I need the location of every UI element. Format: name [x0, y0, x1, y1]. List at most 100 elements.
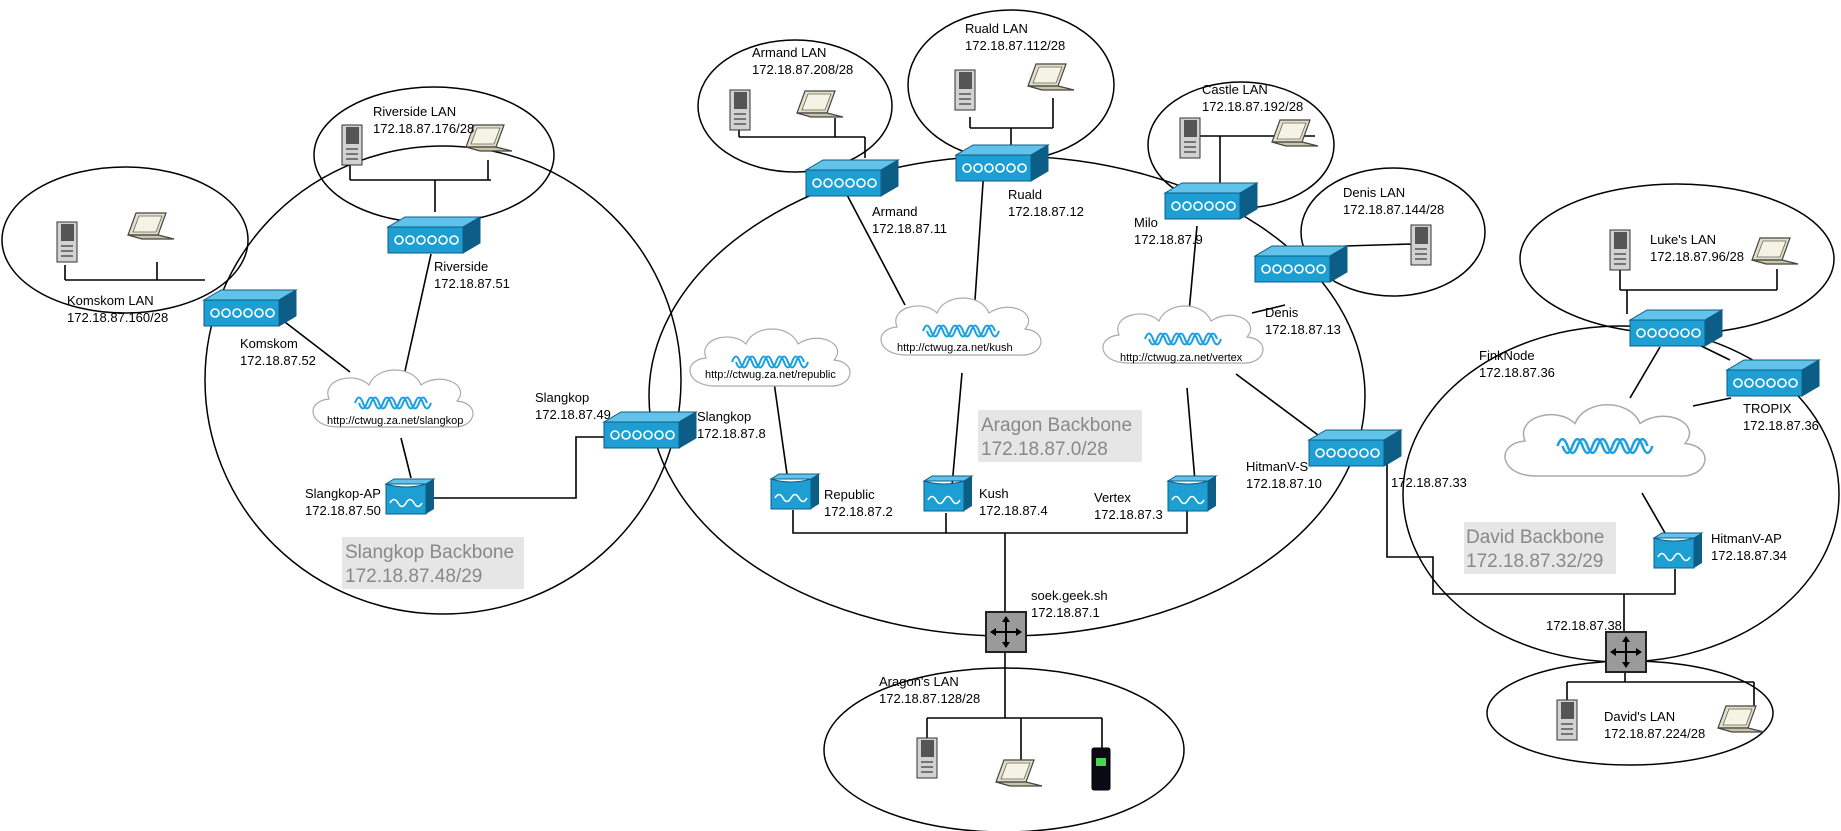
node-ip: 172.18.87.1: [1031, 605, 1100, 620]
switch-icon: [1254, 245, 1348, 283]
komskom-lan-ellipse: [1, 166, 249, 314]
node-name: Riverside: [434, 259, 488, 274]
lan-subnet: 172.18.87.96/28: [1650, 249, 1744, 264]
slangkop-backbone-ellipse: [204, 145, 682, 615]
node-name: Denis: [1265, 305, 1299, 320]
server-icon: [954, 69, 976, 111]
node-ip: 172.18.87.36: [1743, 418, 1819, 433]
laptop-icon: [127, 212, 175, 240]
router-icon: [1605, 631, 1647, 673]
switch-icon: [1164, 182, 1258, 220]
node-ip: 172.18.87.51: [434, 276, 510, 291]
switch-icon: [603, 411, 697, 449]
laptop-icon: [1027, 63, 1075, 91]
node-name: Ruald: [1008, 187, 1042, 202]
backbone-subnet: 172.18.87.0/28: [981, 439, 1108, 460]
server-icon: [916, 737, 938, 779]
node-ip: 172.18.87.49: [535, 407, 611, 422]
server-icon: [1179, 117, 1201, 159]
lan-subnet: 172.18.87.128/28: [879, 691, 980, 706]
node-name: soek.geek.sh: [1031, 588, 1108, 603]
node-name: Komskom: [240, 336, 298, 351]
node-name: FinkNode: [1479, 348, 1535, 363]
node-ip: 172.18.87.36: [1479, 365, 1555, 380]
cloud-url: http://ctwug.za.net/slangkop: [327, 415, 463, 427]
node-ip: 172.18.87.34: [1711, 548, 1787, 563]
cloud-url: http://ctwug.za.net/vertex: [1120, 352, 1243, 364]
access-point-icon: [923, 475, 973, 512]
backbone-name: Slangkop Backbone: [345, 542, 514, 563]
node-ip: 172.18.87.52: [240, 353, 316, 368]
lan-name: Armand LAN: [752, 45, 826, 60]
node-ip: 172.18.87.38: [1546, 618, 1622, 633]
backbone-subnet: 172.18.87.48/29: [345, 566, 482, 587]
server-icon: [56, 221, 78, 263]
router-icon: [985, 611, 1027, 653]
aragon-lan-ellipse: [823, 667, 1185, 831]
node-name: Slangkop-AP: [305, 486, 381, 501]
access-point-icon: [1653, 532, 1703, 569]
armand-lan-ellipse: [697, 39, 893, 173]
node-name: Vertex: [1094, 490, 1131, 505]
denis-lan-ellipse: [1300, 167, 1486, 297]
lan-subnet: 172.18.87.192/28: [1202, 99, 1303, 114]
lan-subnet: 172.18.87.224/28: [1604, 726, 1705, 741]
laptop-icon: [1751, 237, 1799, 265]
node-name: Armand: [872, 204, 918, 219]
cloud-url: http://ctwug.za.net/kush: [897, 342, 1013, 354]
node-name: HitmanV-S: [1246, 459, 1308, 474]
node-name: Slangkop: [535, 390, 589, 405]
cloud-url: http://ctwug.za.net/republic: [705, 369, 836, 381]
laptop-icon: [796, 90, 844, 118]
node-ip: 172.18.87.33: [1391, 475, 1467, 490]
laptop-icon: [995, 759, 1043, 787]
node-ip: 172.18.87.4: [979, 503, 1048, 518]
node-ip: 172.18.87.9: [1134, 232, 1203, 247]
laptop-icon: [1717, 705, 1765, 733]
switch-icon: [955, 144, 1049, 182]
node-ip: 172.18.87.10: [1246, 476, 1322, 491]
server-icon: [1609, 229, 1631, 271]
node-name: TROPIX: [1743, 401, 1792, 416]
node-ip: 172.18.87.2: [824, 504, 893, 519]
node-name: HitmanV-AP: [1711, 531, 1782, 546]
node-ip: 172.18.87.3: [1094, 507, 1163, 522]
node-name: Kush: [979, 486, 1009, 501]
server-icon: [341, 124, 363, 166]
switch-icon: [1629, 309, 1723, 347]
switch-icon: [1726, 359, 1820, 397]
lan-subnet: 172.18.87.176/28: [373, 121, 474, 136]
lan-name: Denis LAN: [1343, 185, 1405, 200]
phone-icon: [1091, 747, 1111, 791]
lan-name: Riverside LAN: [373, 104, 456, 119]
lan-name: Luke's LAN: [1650, 232, 1716, 247]
lan-subnet: 172.18.87.208/28: [752, 62, 853, 77]
access-point-icon: [1167, 475, 1217, 512]
switch-icon: [203, 289, 297, 327]
node-name: Milo: [1134, 215, 1158, 230]
node-ip: 172.18.87.50: [305, 503, 381, 518]
backbone-subnet: 172.18.87.32/29: [1466, 551, 1603, 572]
lan-name: Aragon's LAN: [879, 674, 959, 689]
switch-icon: [805, 159, 899, 197]
laptop-icon: [1271, 119, 1319, 147]
node-ip: 172.18.87.11: [872, 221, 947, 236]
wireless-cloud-icon: [1503, 403, 1707, 478]
server-icon: [1410, 224, 1432, 266]
node-ip: 172.18.87.13: [1265, 322, 1341, 337]
lan-subnet: 172.18.87.112/28: [965, 38, 1065, 53]
lan-subnet: 172.18.87.160/28: [67, 310, 168, 325]
node-ip: 172.18.87.8: [697, 426, 766, 441]
lan-name: Castle LAN: [1202, 82, 1268, 97]
server-icon: [729, 89, 751, 131]
node-name: Slangkop: [697, 409, 751, 424]
switch-icon: [1308, 429, 1402, 467]
switch-icon: [387, 216, 481, 254]
access-point-icon: [770, 473, 820, 510]
lan-subnet: 172.18.87.144/28: [1343, 202, 1444, 217]
backbone-name: David Backbone: [1466, 527, 1604, 548]
node-ip: 172.18.87.12: [1008, 204, 1084, 219]
lan-name: Ruald LAN: [965, 21, 1028, 36]
backbone-name: Aragon Backbone: [981, 415, 1132, 436]
node-name: Republic: [824, 487, 875, 502]
